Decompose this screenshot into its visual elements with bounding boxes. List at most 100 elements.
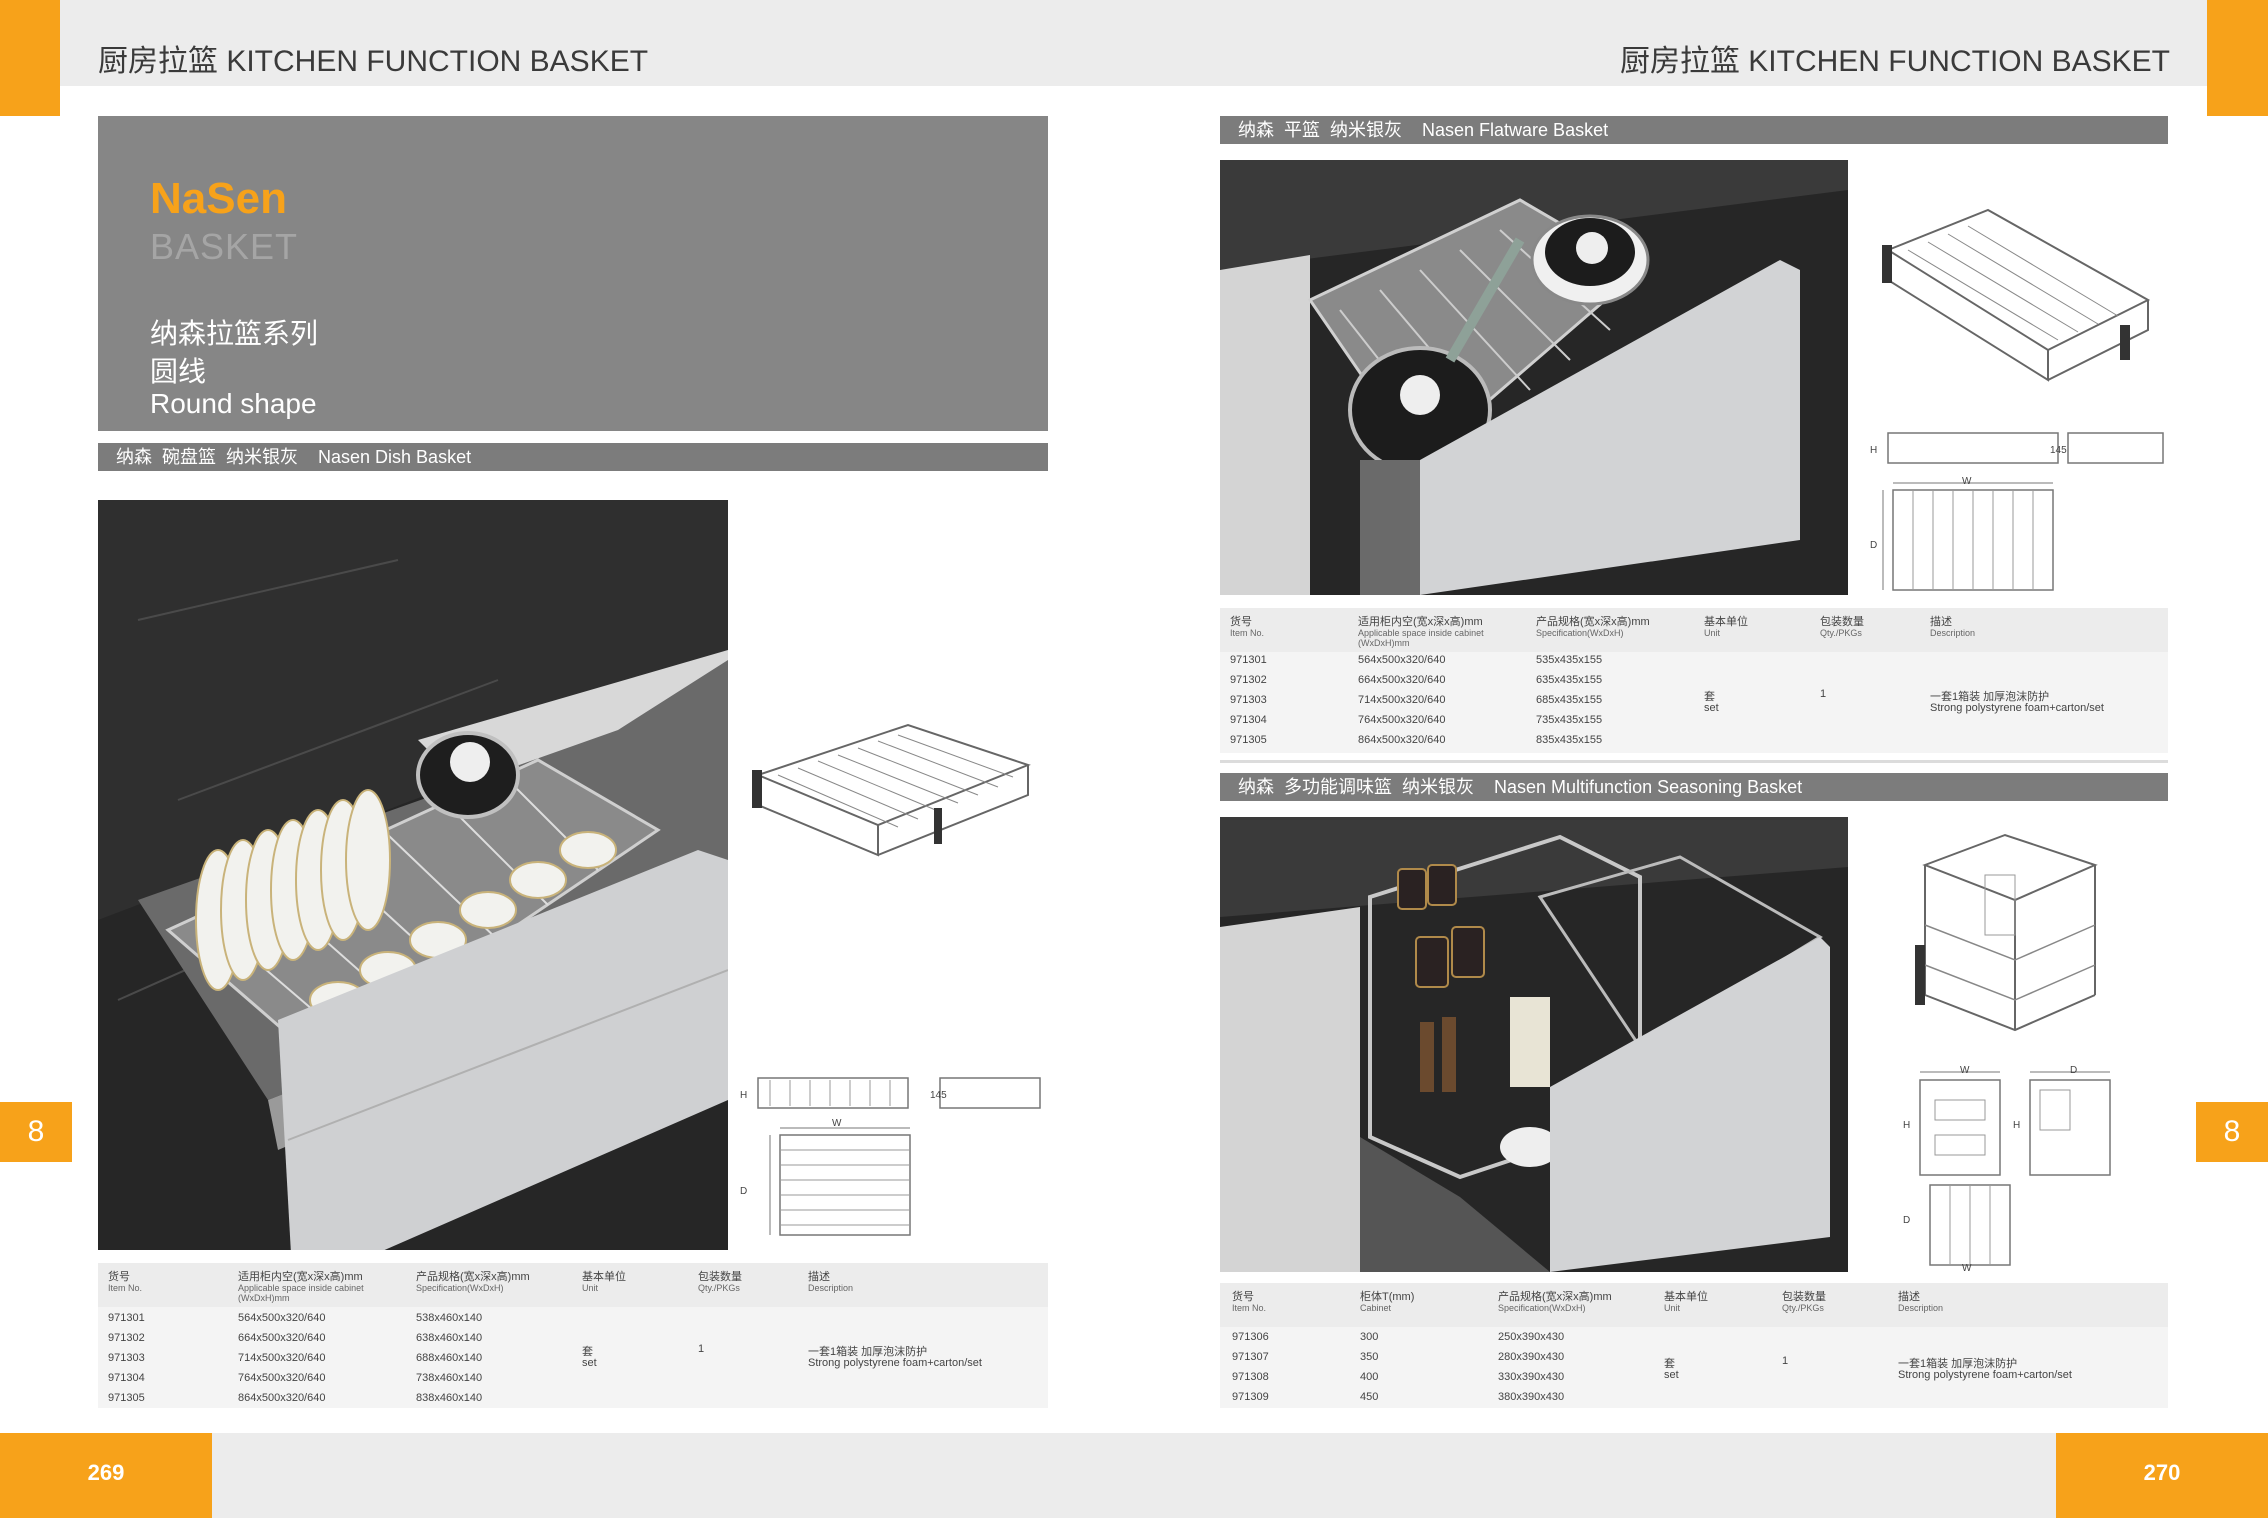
brand-name: NaSen <box>150 174 287 223</box>
flatware-dim-d-label: D <box>1870 540 1878 551</box>
table-cell: 250x390x430 <box>1498 1331 1565 1343</box>
table-cell: 714x500x320/640 <box>238 1352 326 1364</box>
desc-cn: 一套1箱装 加厚泡沫防护 <box>1930 691 2050 703</box>
table-cell: 971306 <box>1232 1331 1269 1343</box>
table-cell: 971303 <box>108 1352 145 1364</box>
corner-tab-left <box>0 0 60 116</box>
hero-line-series: 纳森拉篮系列 <box>150 318 319 349</box>
flatware-dim-w-label: W <box>1962 476 1972 487</box>
header-title-right: 厨房拉篮 KITCHEN FUNCTION BASKET <box>1619 45 2170 78</box>
desc-en: Strong polystyrene foam+carton/set <box>808 1357 982 1369</box>
seasoning-dim-w-label: W <box>1960 1065 1970 1076</box>
table-cell: 664x500x320/640 <box>238 1332 326 1344</box>
dish-basket-3d-drawing <box>748 715 1040 915</box>
seasoning-dim-d-label: D <box>2070 1065 2078 1076</box>
table-cell: 638x460x140 <box>416 1332 483 1344</box>
hero-block <box>98 116 1048 431</box>
table-cell: 330x390x430 <box>1498 1371 1565 1383</box>
table-cell: 838x460x140 <box>416 1392 483 1404</box>
qty-value: 1 <box>698 1343 705 1355</box>
unit-cn: 套 <box>1704 691 1715 703</box>
qty-value: 1 <box>1820 688 1827 700</box>
seasoning-dim-w2-label: W <box>1962 1263 1972 1274</box>
table-cell: 280x390x430 <box>1498 1351 1565 1363</box>
table-cell: 864x500x320/640 <box>238 1392 326 1404</box>
table-cell: 835x435x155 <box>1536 734 1603 746</box>
chapter-tab-left: 8 <box>0 1102 72 1162</box>
dish-dim-h-label: H <box>740 1090 748 1101</box>
seasoning-basket-photo <box>1220 817 1848 1272</box>
chapter-tab-right: 8 <box>2196 1102 2268 1162</box>
table-cell: 971301 <box>108 1312 145 1324</box>
table-cell: 971305 <box>108 1392 145 1404</box>
table-cell: 535x435x155 <box>1536 654 1603 666</box>
table-cell: 735x435x155 <box>1536 714 1603 726</box>
table-cell: 538x460x140 <box>416 1312 483 1324</box>
table-cell: 400 <box>1360 1371 1379 1383</box>
unit-en: set <box>1664 1369 1679 1381</box>
table-cell: 971301 <box>1230 654 1267 666</box>
seasoning-basket-dimension-drawing <box>1900 1060 2120 1275</box>
unit-cn: 套 <box>582 1346 593 1358</box>
flatware-section-title: 纳森 平篮 纳米银灰 Nasen Flatware Basket <box>1220 116 2168 144</box>
desc-en: Strong polystyrene foam+carton/set <box>1898 1369 2072 1381</box>
table-cell: 971304 <box>1230 714 1267 726</box>
table-cell: 971302 <box>1230 674 1267 686</box>
table-cell: 350 <box>1360 1351 1379 1363</box>
table-cell: 971309 <box>1232 1391 1269 1403</box>
footer-band <box>0 1433 2268 1518</box>
table-cell: 380x390x430 <box>1498 1391 1565 1403</box>
brand-sub: BASKET <box>150 226 299 267</box>
table-cell: 971302 <box>108 1332 145 1344</box>
table-cell: 450 <box>1360 1391 1379 1403</box>
table-cell: 764x500x320/640 <box>1358 714 1446 726</box>
desc-en: Strong polystyrene foam+carton/set <box>1930 702 2104 714</box>
page-number-right: 270 <box>2056 1433 2268 1518</box>
table-cell: 688x460x140 <box>416 1352 483 1364</box>
unit-en: set <box>1704 702 1719 714</box>
section-divider <box>1220 760 2168 763</box>
dish-dim-w-label: W <box>832 1118 842 1129</box>
corner-tab-right <box>2207 0 2268 116</box>
dish-section-title: 纳森 碗盘篮 纳米银灰 Nasen Dish Basket <box>98 443 1048 471</box>
dish-basket-photo <box>98 500 728 1250</box>
hero-line-round-en: Round shape <box>150 388 317 419</box>
table-cell: 971305 <box>1230 734 1267 746</box>
table-cell: 564x500x320/640 <box>1358 654 1446 666</box>
dish-basket-dimension-drawing <box>740 1070 1050 1250</box>
desc-cn: 一套1箱装 加厚泡沫防护 <box>1898 1358 2018 1370</box>
seasoning-dim-h-label: H <box>1903 1120 1911 1131</box>
seasoning-section-title: 纳森 多功能调味篮 纳米银灰 Nasen Multifunction Seaso… <box>1220 773 2168 801</box>
table-cell: 714x500x320/640 <box>1358 694 1446 706</box>
unit-en: set <box>582 1357 597 1369</box>
table-cell: 971308 <box>1232 1371 1269 1383</box>
dish-dim-d-label: D <box>740 1186 748 1197</box>
flatware-basket-dimension-drawing <box>1868 425 2168 605</box>
table-cell: 664x500x320/640 <box>1358 674 1446 686</box>
table-cell: 564x500x320/640 <box>238 1312 326 1324</box>
table-cell: 300 <box>1360 1331 1379 1343</box>
qty-value: 1 <box>1782 1355 1789 1367</box>
header-title-left: 厨房拉篮 KITCHEN FUNCTION BASKET <box>98 45 649 78</box>
seasoning-basket-3d-drawing <box>1905 825 2115 1045</box>
table-cell: 971304 <box>108 1372 145 1384</box>
table-cell: 764x500x320/640 <box>238 1372 326 1384</box>
page-number-left: 269 <box>0 1433 212 1518</box>
hero-line-round: 圆线 <box>150 356 207 387</box>
desc-cn: 一套1箱装 加厚泡沫防护 <box>808 1346 928 1358</box>
table-cell: 864x500x320/640 <box>1358 734 1446 746</box>
flatware-basket-3d-drawing <box>1868 190 2168 390</box>
flatware-dim-145-label: 145 <box>2050 445 2067 456</box>
flatware-dim-h-label: H <box>1870 445 1878 456</box>
table-cell: 685x435x155 <box>1536 694 1603 706</box>
unit-cn: 套 <box>1664 1358 1675 1370</box>
